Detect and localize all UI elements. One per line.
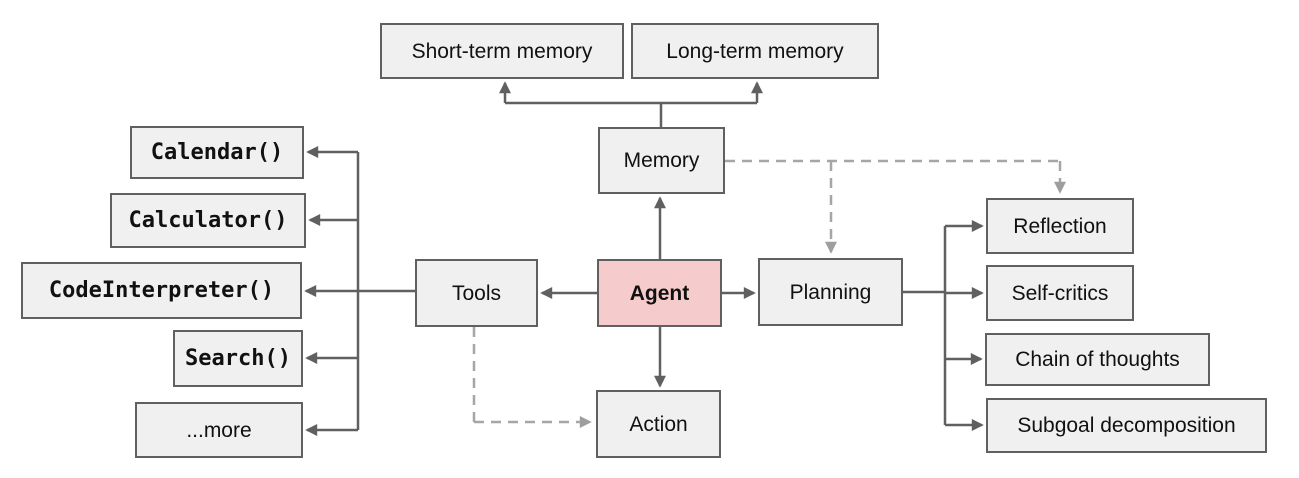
node-memory: Memory [598,127,725,194]
connector-tools-dashed-to-action [472,327,592,429]
node-calculator-function: Calculator() [110,193,306,248]
node-agent: Agent [597,259,722,327]
node-subgoal-decomposition: Subgoal decomposition [986,398,1267,453]
node-short-term-memory: Short-term memory [380,23,624,79]
node-chain-of-thoughts: Chain of thoughts [985,333,1210,386]
node-code-interpreter-function: CodeInterpreter() [21,262,302,319]
node-self-critics: Self-critics [986,265,1134,321]
node-planning: Planning [758,258,903,326]
connector-memory-dashed-to-planning-reflection [725,159,1067,254]
node-search-function: Search() [173,330,303,387]
node-long-term-memory: Long-term memory [631,23,879,79]
node-tools: Tools [415,259,538,327]
connector-tools-to-functions [304,145,415,437]
connector-memory-to-term-memories [498,81,764,127]
node-calendar-function: Calendar() [130,126,304,179]
node-action: Action [596,390,721,458]
node-more-tools: ...more [135,402,303,458]
connector-planning-to-strategies [903,219,984,432]
node-reflection: Reflection [986,198,1134,254]
